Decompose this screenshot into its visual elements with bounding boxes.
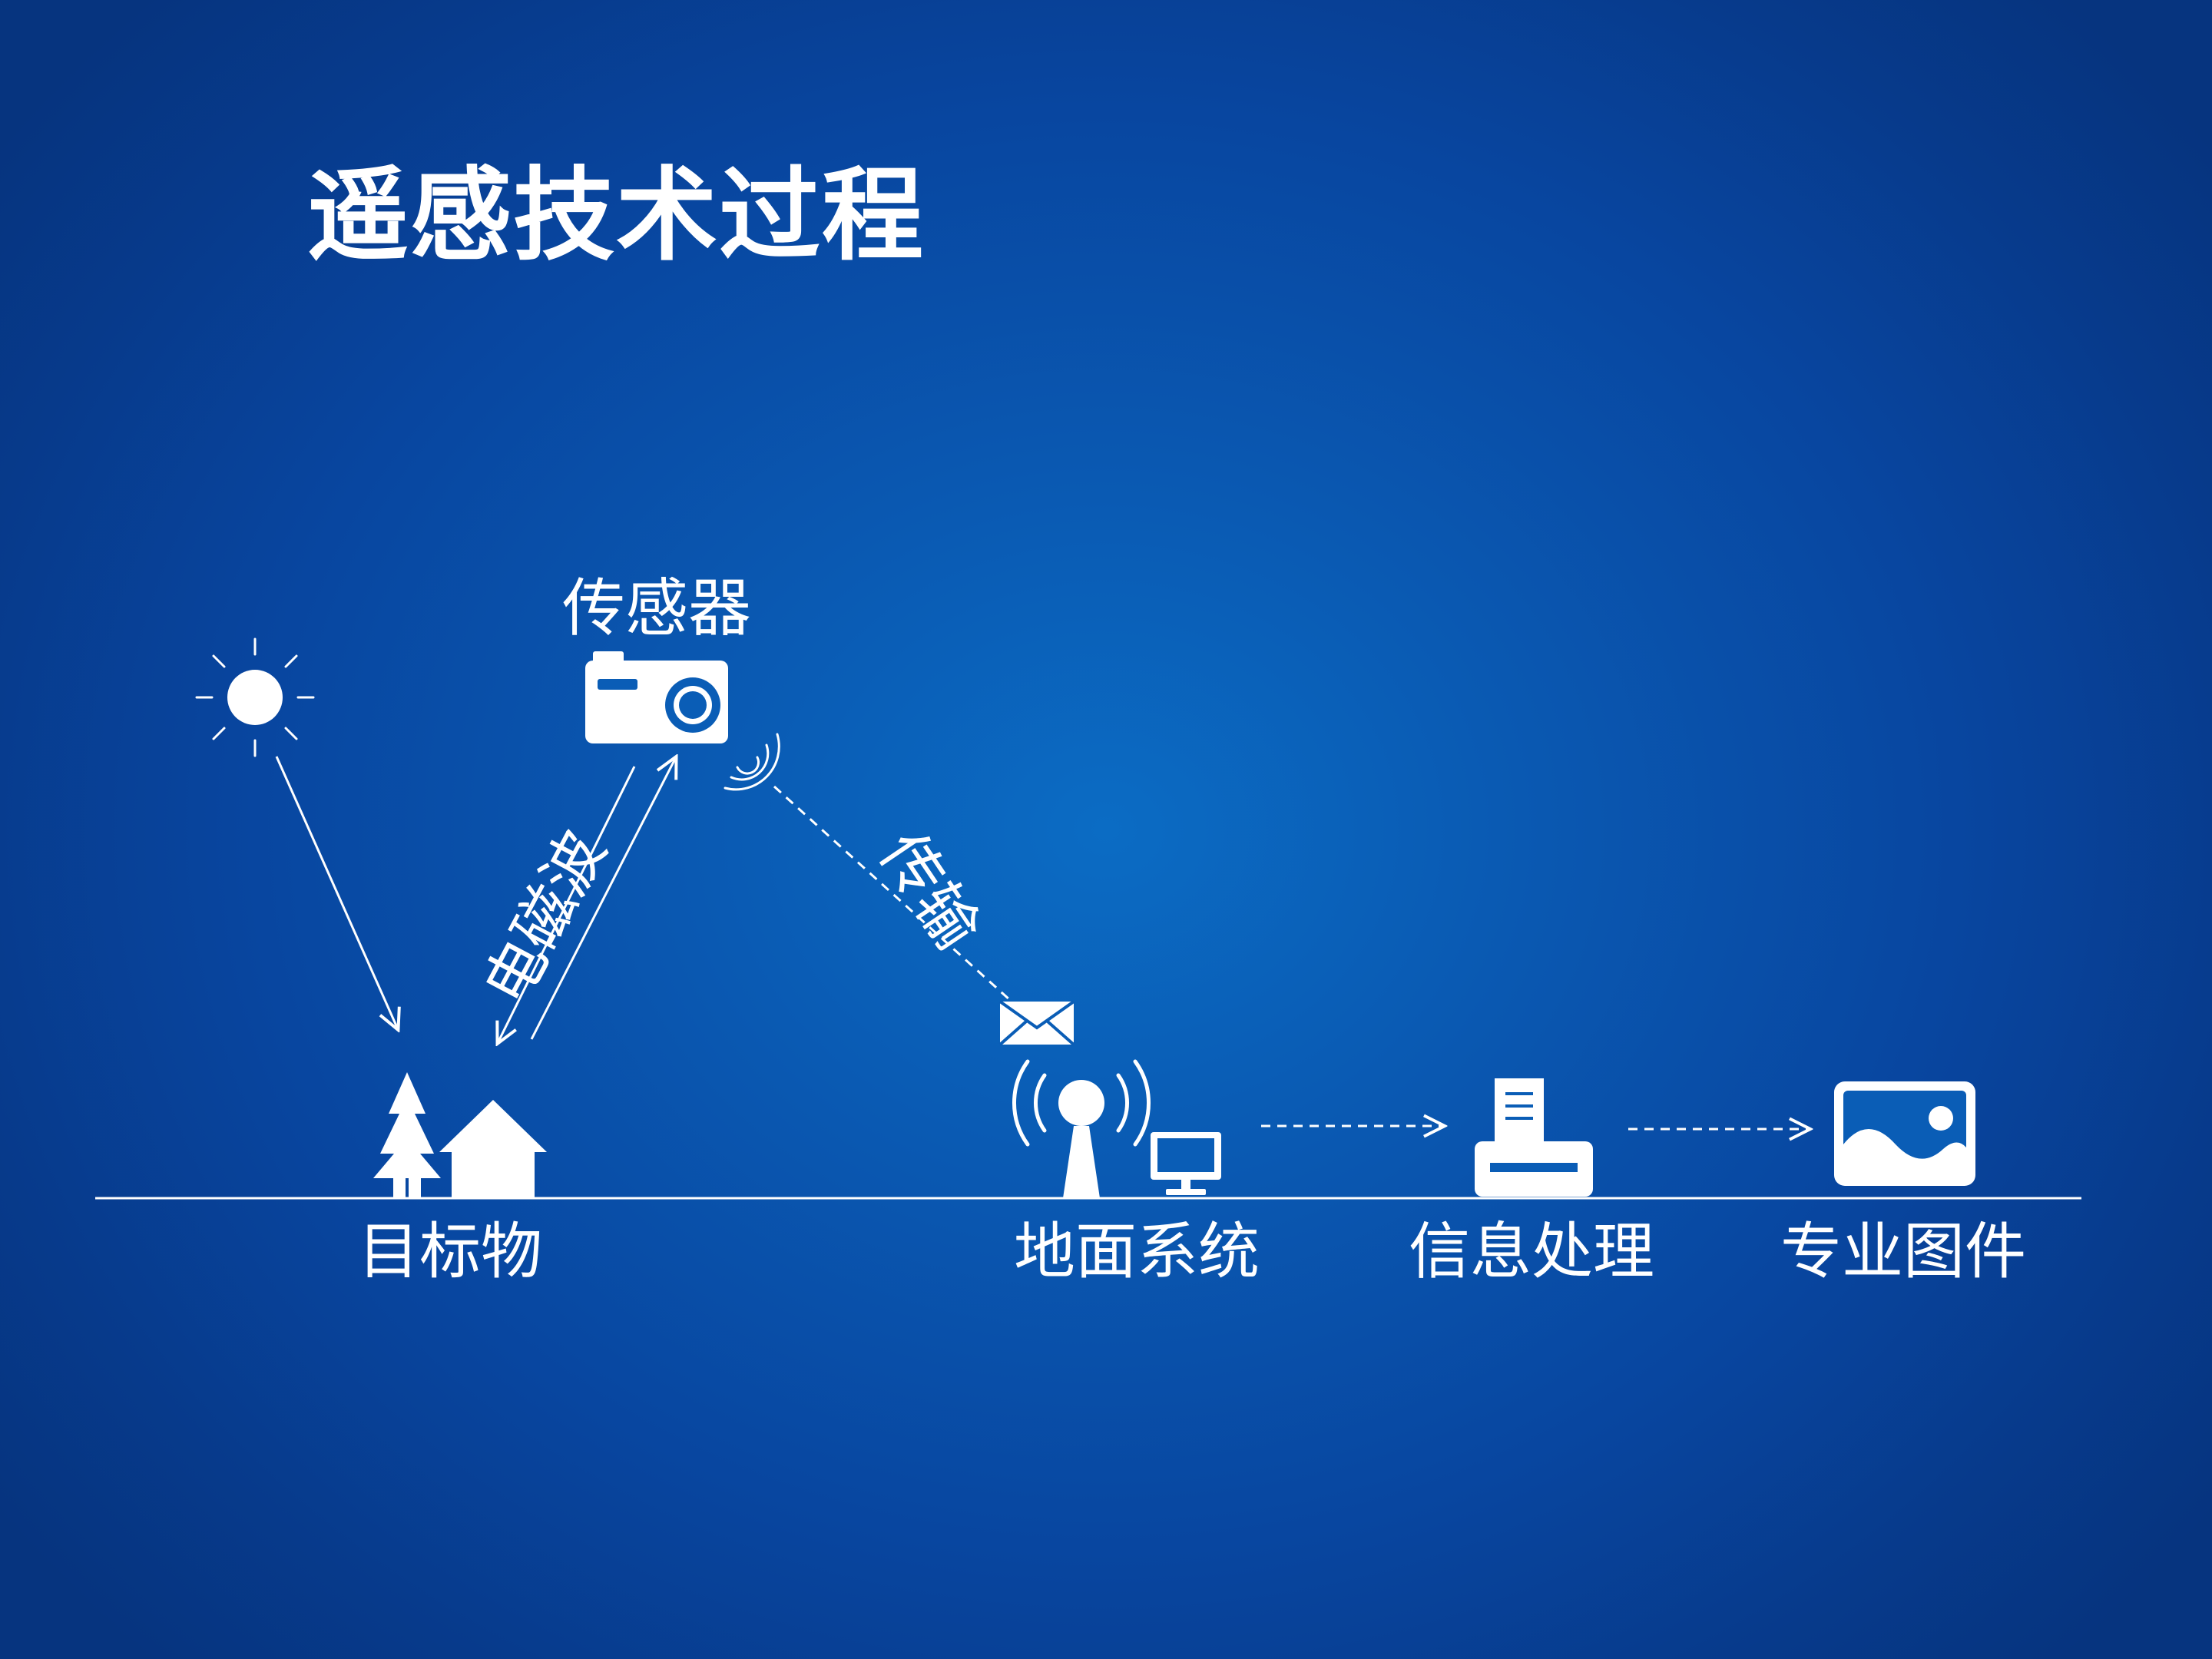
transmission-line [773,785,1020,1009]
camera-icon [585,651,728,743]
professional-image-label: 专业图件 [1780,1216,2026,1287]
ground-system-label: 地面系统 [1014,1216,1260,1287]
info-processing-label: 信息处理 [1409,1216,1654,1287]
house-icon [439,1100,547,1198]
monitor-icon [1151,1132,1221,1195]
em-wave-up-arrow [530,757,676,1040]
sensor-label: 传感器 [562,572,752,645]
tree-icon [373,1072,441,1198]
image-icon [1834,1081,1975,1186]
signal-waves-icon [724,733,780,791]
sun-icon [195,637,315,757]
page-title: 遥感技术过程 [307,157,925,275]
antenna-icon [1012,1059,1151,1198]
target-label: 目标物 [358,1216,542,1287]
em-wave-down-arrow [498,766,636,1043]
envelope-icon [998,1000,1075,1046]
printer-icon [1475,1078,1593,1197]
sunlight-arrow [275,756,398,1029]
